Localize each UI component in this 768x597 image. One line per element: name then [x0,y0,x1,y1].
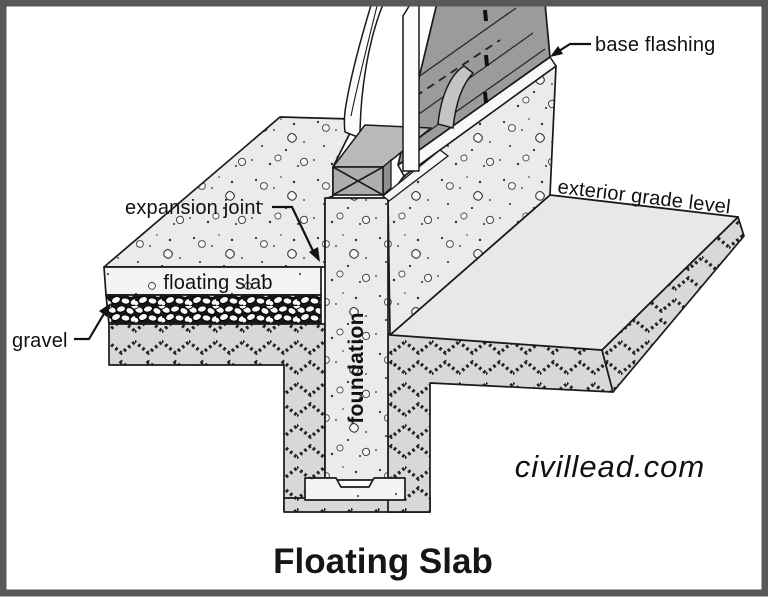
soil-hatch [108,216,745,513]
sill-plate-side-face [382,158,392,197]
foundation-label: foundation [345,312,368,423]
foundation-top-strip [381,149,450,202]
base-flashing-arrowhead [550,46,563,57]
wall-assembly [332,1,551,197]
expansion-joint-leader [272,205,315,254]
gravel-arrowhead [99,303,111,317]
floating-slab-label: floating slab [163,272,272,294]
foundation-exterior-face [387,65,557,336]
expansion-joint-label: expansion joint [125,197,262,219]
footing [304,477,406,501]
base-flashing-label: base flashing [595,34,715,56]
leader-lines [74,42,591,341]
interior-finish-inner-line [350,1,379,117]
hidden-flashing-dashed-line [403,39,501,105]
base-flashing-leader [558,42,591,52]
interior-finish-cutaway [343,1,386,140]
siding-nail-ticks [483,9,489,104]
foundation-wall [304,65,557,501]
gravel-label: gravel [12,330,68,352]
gravel-layer [105,294,322,325]
sill-plate-section [332,166,384,196]
arrowheads [99,46,563,317]
wall-panel [402,2,420,172]
gravel-leader [74,311,106,341]
siding-cut-profile [437,65,475,129]
watermark: civillead.com [515,449,705,484]
expansion-joint-arrowhead [309,247,320,262]
diagram-title: Floating Slab [273,542,493,581]
